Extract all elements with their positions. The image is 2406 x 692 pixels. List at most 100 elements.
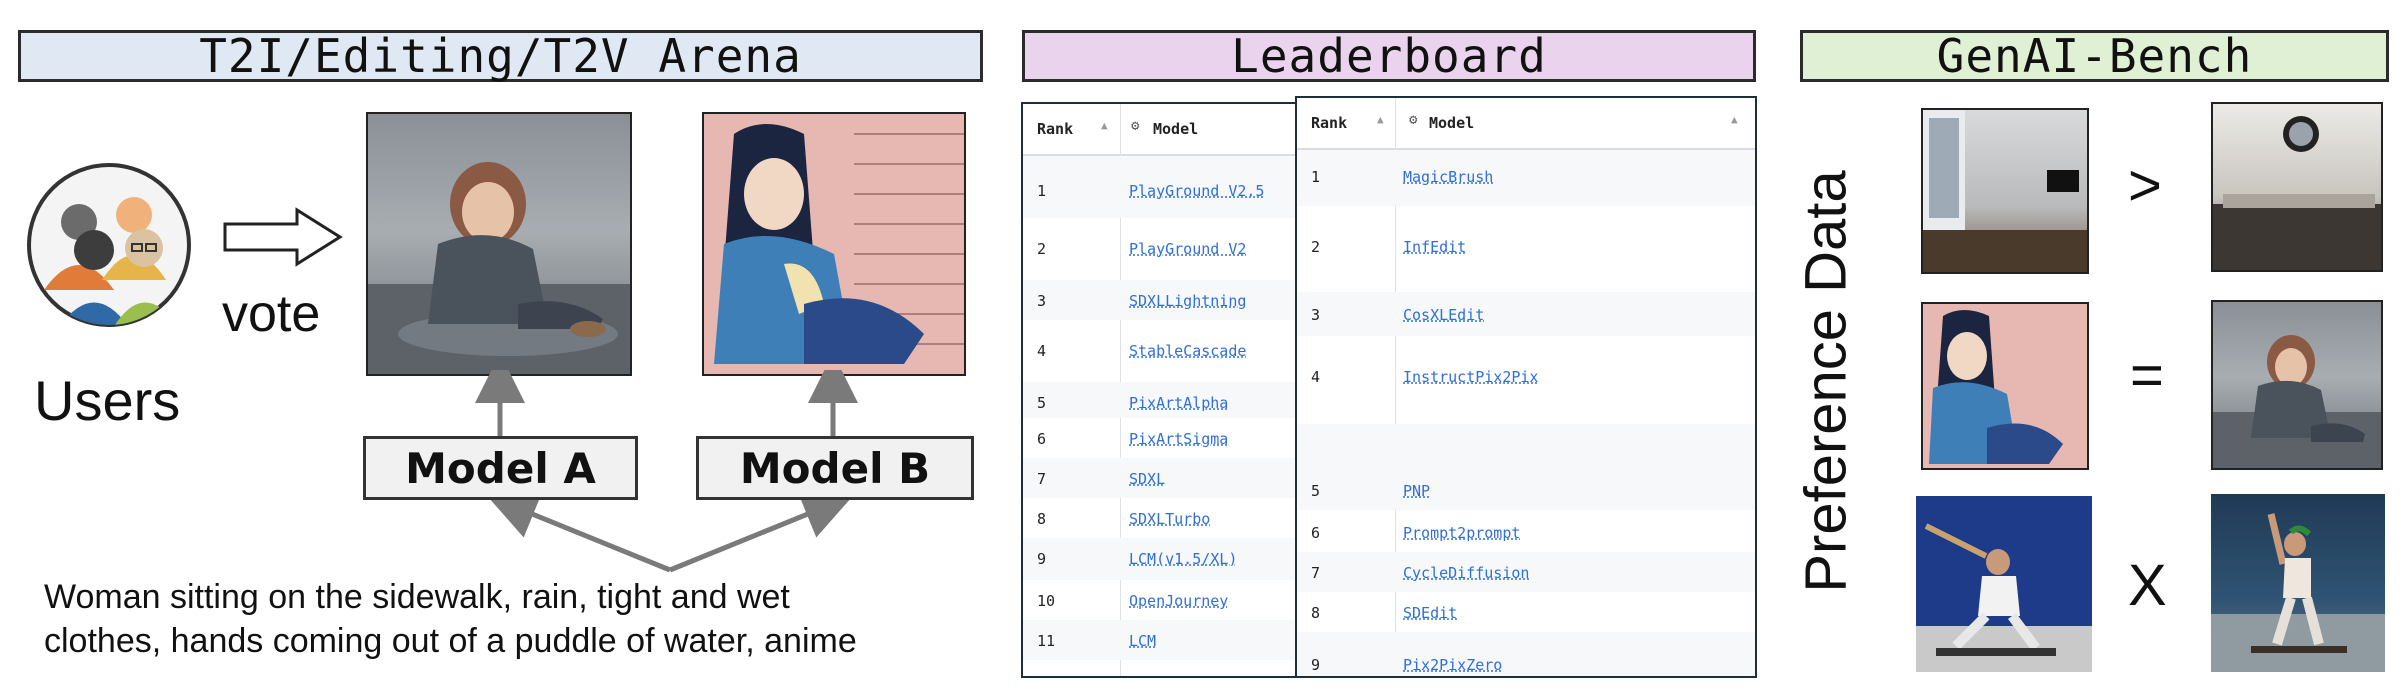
table-row: 3 CosXLEdit (1297, 292, 1755, 336)
table-row: 9 Pix2PixZero (1297, 632, 1755, 676)
model-link[interactable]: SDEdit (1403, 604, 1458, 622)
table-row: 2 InfEdit (1297, 206, 1755, 292)
robot-model-icon: ⚙ (1409, 112, 1418, 128)
table-row: 6 Prompt2prompt (1297, 510, 1755, 552)
bench-banner: GenAI-Bench (1800, 29, 2389, 83)
column-divider (1395, 98, 1396, 676)
pref-image-right-1 (2211, 102, 2383, 272)
rank-cell: 10 (1037, 592, 1056, 610)
table-row: 2 PlayGround V2 (1023, 218, 1319, 280)
model-link[interactable]: CosXLEdit (1403, 306, 1485, 324)
table-row: 8 SDEdit (1297, 592, 1755, 632)
model-link[interactable]: SDXLTurbo (1129, 510, 1211, 528)
model-link[interactable]: CycleDiffusion (1403, 564, 1530, 582)
sort-triangle-icon[interactable]: ▲ (1731, 113, 1738, 126)
table-row: 6 PixArtSigma (1023, 418, 1319, 458)
pref-image-right-2 (2211, 300, 2383, 470)
leaderboard-banner-title: Leaderboard (1231, 29, 1547, 83)
rank-cell: 3 (1037, 292, 1047, 310)
relation-symbol: > (2128, 153, 2162, 218)
editing-leaderboard-table: Rank ▲ ⚙ Model ▲ 1 MagicBrush 2 InfEdit 3 Cos… (1295, 96, 1757, 678)
arena-banner: T2I/Editing/T2V Arena (18, 29, 983, 83)
rank-cell: 3 (1311, 306, 1321, 324)
model-link[interactable]: InfEdit (1403, 238, 1467, 256)
generated-image-b (702, 112, 966, 376)
rank-cell: 5 (1037, 394, 1047, 412)
model-link[interactable]: PixArtAlpha (1129, 394, 1229, 412)
table-row: 5 PixArtAlpha (1023, 382, 1319, 418)
model-column-header[interactable]: Model (1429, 114, 1475, 132)
table-row: 1 MagicBrush (1297, 150, 1755, 206)
model-link[interactable]: LCM(v1.5/XL) (1129, 550, 1238, 568)
rank-cell: 5 (1311, 482, 1321, 500)
model-a-box: Model A (363, 436, 638, 500)
rank-cell: 4 (1037, 342, 1047, 360)
rank-cell: 1 (1037, 182, 1047, 200)
rank-cell: 11 (1037, 632, 1056, 650)
model-link[interactable]: LCM (1129, 632, 1157, 650)
table-row: 5 PNP (1297, 424, 1755, 510)
pref-image-left-2 (1921, 302, 2089, 470)
sort-triangle-icon[interactable]: ▲ (1377, 113, 1384, 126)
rank-cell: 2 (1311, 238, 1321, 256)
rank-cell: 4 (1311, 368, 1321, 386)
pref-image-left-1 (1921, 108, 2089, 274)
prompt-line-1: Woman sitting on the sidewalk, rain, tig… (44, 578, 790, 616)
model-link[interactable]: PlayGround V2 (1129, 240, 1247, 258)
table-row: 4 StableCascade (1023, 320, 1319, 382)
preference-data-label: Preference Data (1793, 170, 1859, 593)
t2i-table-header: Rank ▲ ⚙ Model (1023, 104, 1319, 156)
model-link[interactable]: MagicBrush (1403, 168, 1494, 186)
hollow-right-arrow-icon (223, 207, 343, 267)
rank-cell: 2 (1037, 240, 1047, 258)
rank-column-header[interactable]: Rank (1037, 120, 1074, 138)
table-row: 8 SDXLTurbo (1023, 498, 1319, 538)
relation-symbol: X (2128, 553, 2167, 618)
users-group-icon (27, 163, 191, 327)
prompt-line-2: clothes, hands coming out of a puddle of… (44, 622, 857, 660)
table-row: 4 InstructPix2Pix (1297, 336, 1755, 424)
model-link[interactable]: SDXL (1129, 470, 1166, 488)
rank-cell: 6 (1311, 524, 1321, 542)
rank-cell: 7 (1037, 470, 1047, 488)
editing-table-header: Rank ▲ ⚙ Model ▲ (1297, 98, 1755, 150)
relation-symbol: = (2130, 343, 2164, 408)
rank-cell: 8 (1037, 510, 1047, 528)
table-row: 7 CycleDiffusion (1297, 552, 1755, 592)
rank-column-header[interactable]: Rank (1311, 114, 1348, 132)
model-link[interactable]: OpenJourney (1129, 592, 1229, 610)
pref-image-left-3 (1916, 496, 2092, 672)
table-row: 10 OpenJourney (1023, 580, 1319, 620)
table-row: 11 LCM (1023, 620, 1319, 660)
rank-cell: 9 (1037, 550, 1047, 568)
rank-cell: 8 (1311, 604, 1321, 622)
model-b-box: Model B (696, 436, 974, 500)
model-link[interactable]: SDXLLightning (1129, 292, 1247, 310)
pref-image-right-3 (2211, 494, 2385, 672)
model-column-header[interactable]: Model (1153, 120, 1199, 138)
model-link[interactable]: PNP (1403, 482, 1431, 500)
model-link[interactable]: Pix2PixZero (1403, 656, 1503, 674)
table-row: 9 LCM(v1.5/XL) (1023, 538, 1319, 580)
users-label: Users (34, 369, 181, 432)
robot-model-icon: ⚙ (1131, 118, 1140, 134)
vote-label: vote (222, 285, 321, 343)
model-link[interactable]: StableCascade (1129, 342, 1247, 360)
model-link[interactable]: PixArtSigma (1129, 430, 1229, 448)
rank-cell: 7 (1311, 564, 1321, 582)
model-arrows (475, 370, 858, 573)
bench-banner-title: GenAI-Bench (1936, 29, 2253, 83)
table-row: 7 SDXL (1023, 458, 1319, 498)
rank-cell: 1 (1311, 168, 1321, 186)
rank-cell: 9 (1311, 656, 1321, 674)
rank-cell: 6 (1037, 430, 1047, 448)
model-link[interactable]: Prompt2prompt (1403, 524, 1521, 542)
table-row: 3 SDXLLightning (1023, 280, 1319, 320)
sort-triangle-icon[interactable]: ▲ (1101, 119, 1108, 132)
leaderboard-banner: Leaderboard (1022, 29, 1756, 83)
model-link[interactable]: PlayGround V2.5 (1129, 182, 1265, 200)
generated-image-a (366, 112, 632, 376)
model-link[interactable]: InstructPix2Pix (1403, 368, 1539, 386)
